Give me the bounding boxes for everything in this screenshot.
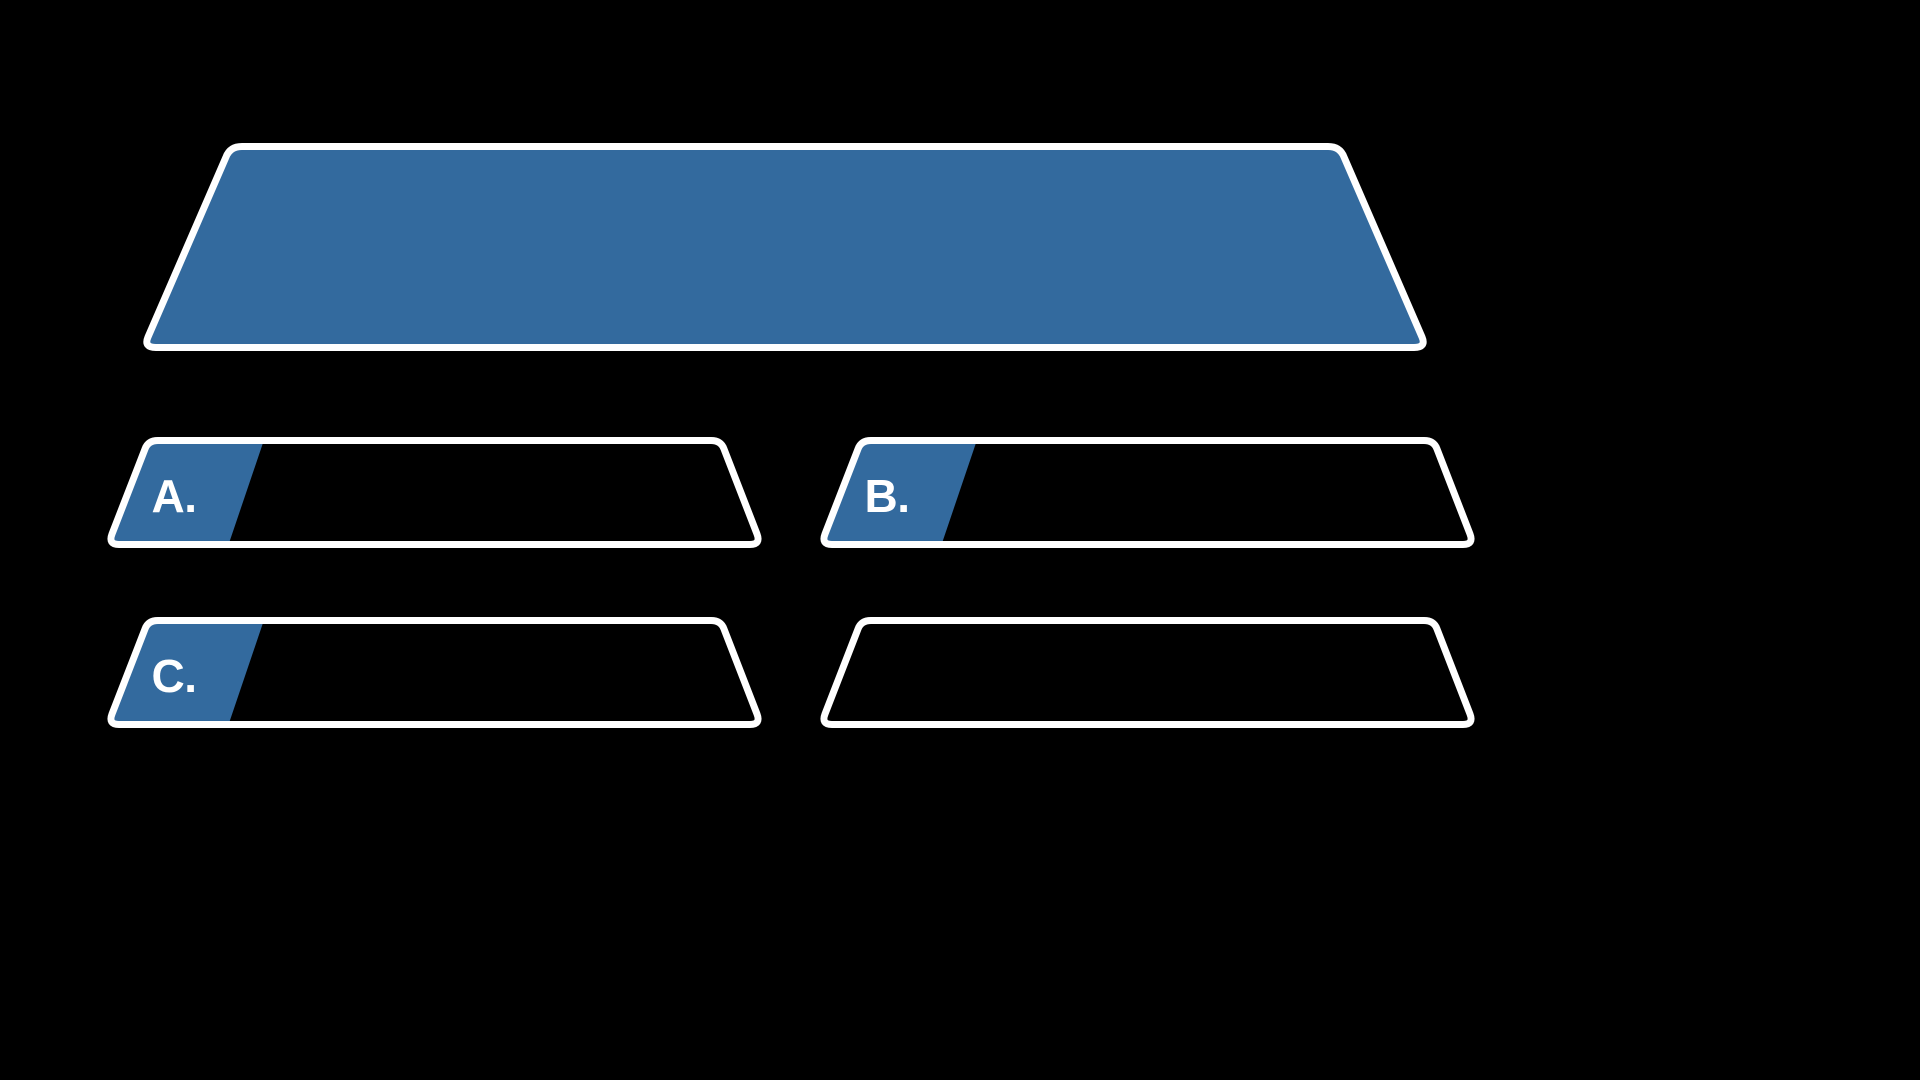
- answer-option-d[interactable]: [818, 617, 1478, 735]
- answer-option-b[interactable]: B.: [818, 437, 1478, 555]
- answer-option-a-shape: [107, 437, 762, 548]
- answer-option-d-shape: [820, 617, 1475, 728]
- answer-option-b-letter-tab: [823, 440, 978, 545]
- question-text: [140, 143, 1430, 351]
- question-banner-shape: [143, 143, 1427, 351]
- answer-option-b-shape: [820, 437, 1475, 548]
- answer-option-c[interactable]: C.: [105, 617, 765, 735]
- question-banner: [140, 143, 1430, 351]
- answer-option-c-shape: [107, 617, 762, 728]
- answer-option-a[interactable]: A.: [105, 437, 765, 555]
- answer-option-c-letter-tab: [110, 620, 265, 725]
- answer-option-a-letter-tab: [110, 440, 265, 545]
